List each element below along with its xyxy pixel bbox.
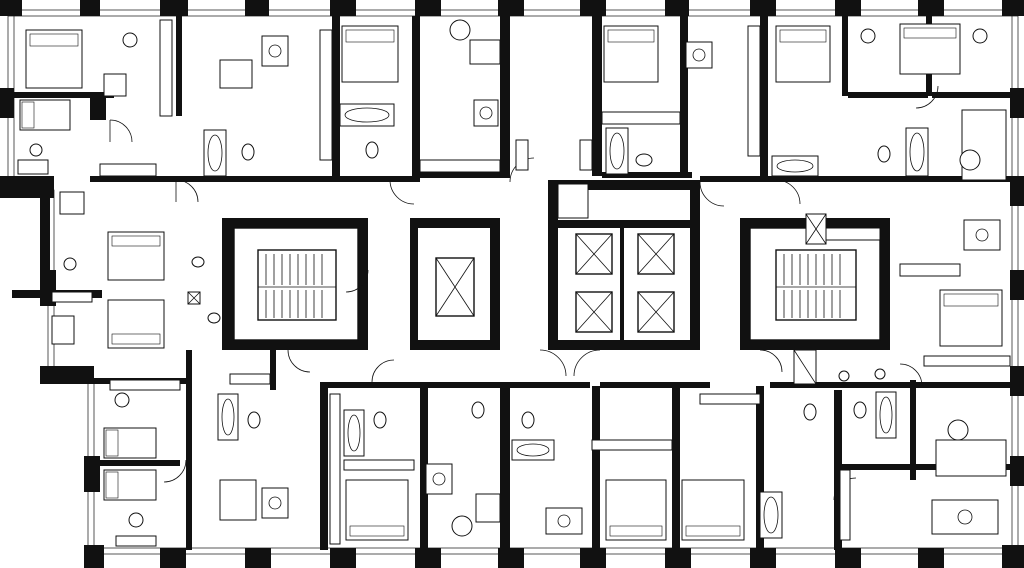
interior-walls bbox=[12, 16, 1014, 550]
kitchen-counters bbox=[51, 19, 1011, 545]
stairwell-west bbox=[233, 227, 359, 341]
beds bbox=[19, 23, 1003, 541]
elevator-bank bbox=[575, 233, 675, 333]
bathrooms bbox=[191, 103, 929, 539]
stairwell-east bbox=[749, 227, 881, 341]
door-swings bbox=[109, 85, 939, 501]
shafts bbox=[187, 139, 827, 385]
elevator-west bbox=[435, 257, 475, 317]
living-furniture bbox=[17, 19, 1007, 547]
